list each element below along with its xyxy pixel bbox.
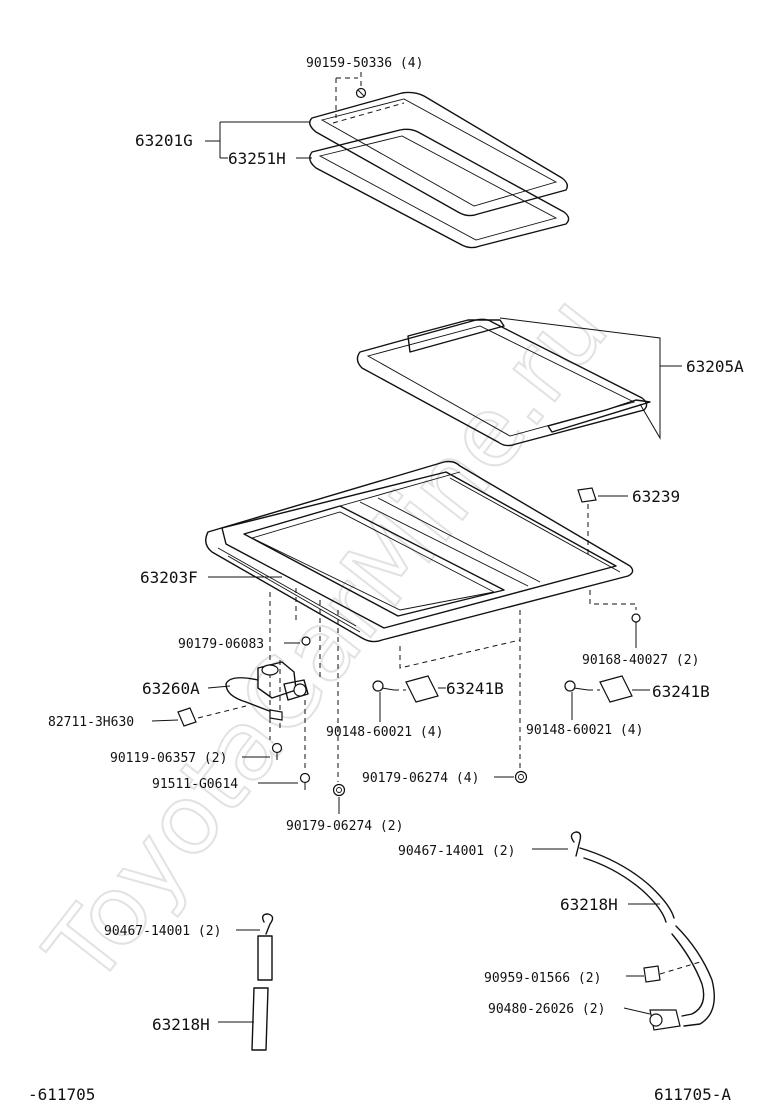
label-motor: 63260A	[142, 679, 200, 698]
drain-hose-right	[579, 847, 715, 1027]
label-clamp-right: 90467-14001 (2)	[398, 844, 515, 859]
sunroof-glass	[309, 91, 569, 217]
label-screw-90148-left: 90148-60021 (4)	[326, 725, 443, 740]
label-bracket: 63239	[632, 487, 680, 506]
label-clamp-left: 90467-14001 (2)	[104, 924, 221, 939]
washer-91511-icon	[299, 772, 311, 790]
label-washer-91511: 91511-G0614	[152, 777, 238, 792]
screw-top-icon	[355, 87, 367, 99]
sunroof-motor	[225, 661, 309, 721]
nut-right-icon	[514, 770, 528, 784]
label-clip-90959: 90959-01566 (2)	[484, 971, 601, 986]
screw-right-icon	[564, 680, 589, 692]
guide-right-icon	[599, 675, 633, 703]
footer-right-code: 611705-A	[654, 1085, 731, 1104]
label-screw-90119: 90119-06357 (2)	[110, 751, 227, 766]
guide-left-icon	[405, 675, 439, 703]
bolt-90179-06083-icon	[301, 636, 311, 646]
label-housing: 63203F	[140, 568, 198, 587]
clip-82711-icon	[177, 707, 197, 727]
label-sunshade-frame: 63205A	[686, 357, 744, 376]
label-nut-left: 90179-06274 (2)	[286, 819, 403, 834]
label-bolt-a: 90179-06083	[178, 637, 264, 652]
watermark: ToyotaCarMine.ru	[24, 274, 629, 1005]
sunroof-housing	[205, 460, 634, 643]
connector-90480-icon	[649, 1009, 681, 1031]
footer-left-code: -611705	[28, 1085, 95, 1104]
label-hose-right: 63218H	[560, 895, 618, 914]
hose-clamp-left-icon	[261, 913, 274, 935]
drain-hose-left	[251, 935, 273, 1051]
label-weatherstrip: 63251H	[228, 149, 286, 168]
screw-90119-icon	[271, 742, 283, 760]
glass-weatherstrip	[309, 128, 570, 249]
label-hose-left: 63218H	[152, 1015, 210, 1034]
label-clip-82711: 82711-3H630	[48, 715, 134, 730]
label-clip-90480: 90480-26026 (2)	[488, 1002, 605, 1017]
clip-90959-icon	[643, 965, 661, 983]
bolt-90168-icon	[631, 613, 641, 632]
hose-clamp-right-icon	[570, 831, 582, 857]
label-screw-top: 90159-50336 (4)	[306, 56, 423, 71]
label-nut-right: 90179-06274 (4)	[362, 771, 479, 786]
label-screw-90148-right: 90148-60021 (4)	[526, 723, 643, 738]
label-glass: 63201G	[135, 131, 193, 150]
label-bolt-90168: 90168-40027 (2)	[582, 653, 699, 668]
label-guide-right: 63241B	[652, 682, 710, 701]
screw-left-icon	[372, 680, 395, 692]
bracket-63239	[577, 487, 597, 503]
nut-left-icon	[332, 783, 346, 797]
label-guide-left: 63241B	[446, 679, 504, 698]
